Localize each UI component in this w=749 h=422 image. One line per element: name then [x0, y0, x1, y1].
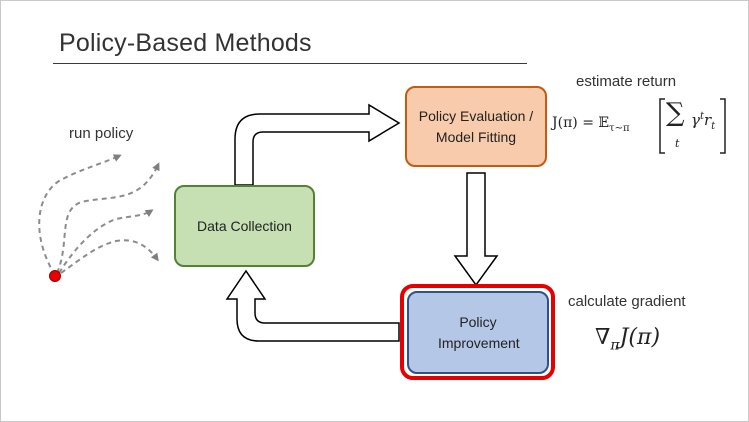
policy-evaluation-node: Policy Evaluation / Model Fitting	[405, 86, 547, 167]
trajectory-4	[60, 239, 159, 274]
return-formula-lhs-text: J(π) = 𝔼	[552, 115, 610, 131]
data-collection-node: Data Collection	[174, 185, 315, 267]
return-formula-sum-index: t	[675, 137, 680, 150]
gradient-objective: J(π)	[619, 325, 661, 350]
trajectory-1	[38, 154, 122, 276]
arrow-eval-to-improve	[453, 172, 499, 287]
return-formula-term: γtrt	[691, 111, 715, 132]
return-formula-reward-subscript: t	[711, 121, 716, 132]
gradient-nabla: ∇	[595, 325, 611, 350]
estimate-return-label: estimate return	[576, 73, 677, 90]
data-collection-label: Data Collection	[197, 217, 292, 234]
gradient-subscript: π	[610, 337, 620, 354]
title-underline	[53, 63, 527, 64]
arrow-improve-to-data	[225, 269, 400, 342]
start-state-dot	[49, 270, 61, 282]
policy-evaluation-label: Policy Evaluation / Model Fitting	[418, 107, 534, 145]
arrow-data-to-eval	[234, 103, 401, 186]
return-formula-gamma: γ	[691, 111, 700, 129]
return-formula-lhs: J(π) = 𝔼τ∼π	[552, 115, 630, 134]
policy-improvement-node: Policy Improvement	[407, 291, 549, 374]
run-policy-label: run policy	[69, 125, 134, 142]
return-formula-sum: ∑	[666, 98, 685, 128]
policy-improvement-label: Policy Improvement	[438, 313, 520, 351]
return-formula-gamma-exponent: t	[699, 111, 704, 122]
calculate-gradient-label: calculate gradient	[568, 293, 686, 310]
slide-title: Policy-Based Methods	[59, 29, 312, 57]
trajectory-2	[56, 162, 160, 274]
return-formula-expectation-subscript: τ∼π	[609, 122, 630, 134]
gradient-formula: ∇πJ(π)	[595, 325, 660, 353]
return-formula-reward: r	[704, 111, 712, 129]
